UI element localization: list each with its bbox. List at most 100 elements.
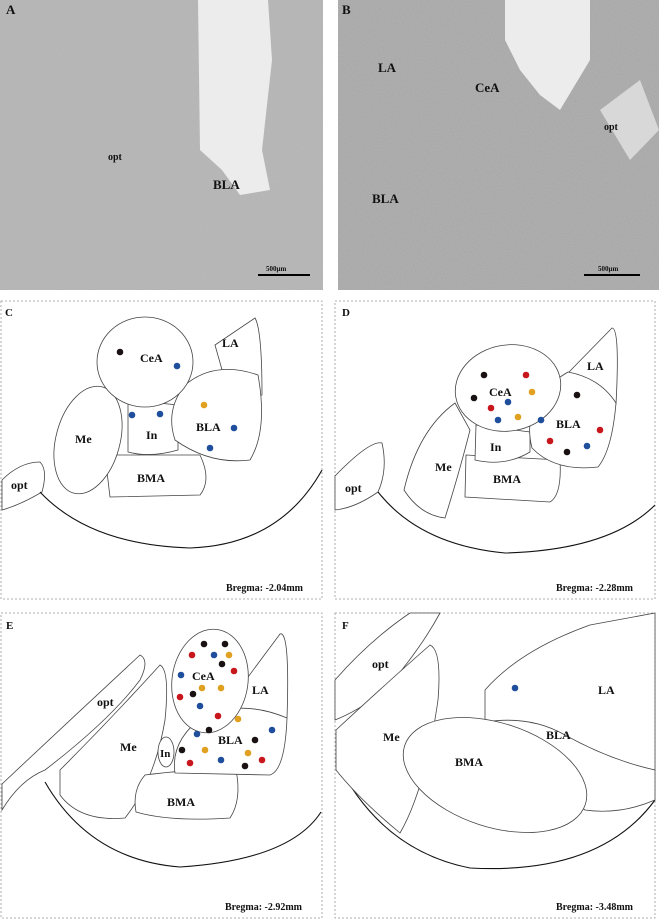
panel-d: D CeA LA BLA Me In BMA opt Bregma: -2.28… bbox=[334, 300, 656, 600]
region-label-bma: BMA bbox=[137, 471, 165, 485]
ventricle-cavity bbox=[505, 0, 590, 110]
panel-frame bbox=[334, 300, 656, 600]
injection-site-dot-blue bbox=[504, 398, 512, 406]
region-me bbox=[403, 402, 471, 519]
brain-contour bbox=[377, 491, 656, 554]
injection-site-dot-black bbox=[563, 448, 571, 456]
region-label-bla: BLA bbox=[372, 191, 399, 206]
injection-site-dot-black bbox=[573, 391, 581, 399]
injection-site-dot-blue bbox=[206, 444, 214, 452]
injection-site-dot-black bbox=[241, 762, 249, 770]
region-label-bla: BLA bbox=[218, 733, 243, 747]
injection-site-dot-black bbox=[218, 660, 226, 668]
region-me bbox=[59, 664, 168, 819]
region-in bbox=[127, 399, 179, 455]
panel-label: C bbox=[5, 307, 13, 319]
injection-site-dot-blue bbox=[583, 442, 591, 450]
injection-site-dot-blue bbox=[193, 730, 201, 738]
region-label-in: In bbox=[160, 748, 170, 760]
injection-site-dot-black bbox=[205, 726, 213, 734]
injection-site-dot-black bbox=[116, 348, 124, 356]
region-bla bbox=[171, 369, 262, 462]
region-label-bla: BLA bbox=[196, 420, 221, 434]
injection-site-dot-blue bbox=[511, 684, 519, 692]
panel-f: F opt LA BLA Me BMA Bregma: -3.48mm bbox=[334, 612, 656, 919]
region-label-la: LA bbox=[587, 359, 604, 373]
bregma-label: Bregma: -3.48mm bbox=[556, 902, 634, 913]
injection-site-dot-blue bbox=[196, 702, 204, 710]
region-label-la: LA bbox=[222, 336, 239, 350]
injection-site-dot-orange bbox=[200, 401, 208, 409]
region-cea bbox=[454, 344, 562, 432]
region-bma bbox=[402, 717, 588, 833]
injection-site-dot-blue bbox=[128, 411, 136, 419]
scale-bar-label: 500μm bbox=[598, 265, 618, 273]
injection-site-dot-red bbox=[487, 404, 495, 412]
injection-site-dot-black bbox=[189, 690, 197, 698]
region-label-me: Me bbox=[435, 460, 452, 474]
injection-site-dot-orange bbox=[198, 684, 206, 692]
histology-texture bbox=[338, 0, 659, 290]
region-label-me: Me bbox=[120, 740, 137, 754]
brain-contour bbox=[44, 781, 322, 868]
injection-site-dot-blue bbox=[537, 416, 545, 424]
scale-bar-label: 500μm bbox=[266, 265, 286, 273]
region-label-la: LA bbox=[598, 683, 615, 697]
region-label-opt: opt bbox=[108, 152, 123, 163]
region-label-bma: BMA bbox=[455, 755, 483, 769]
region-label-la: LA bbox=[378, 60, 397, 75]
region-label-opt: opt bbox=[11, 478, 28, 492]
region-label-me: Me bbox=[383, 730, 400, 744]
injection-site-dot-orange bbox=[217, 684, 225, 692]
region-label-bla: BLA bbox=[546, 728, 571, 742]
region-opt bbox=[1, 654, 146, 812]
panel-frame bbox=[0, 612, 323, 919]
region-label-opt: opt bbox=[345, 481, 362, 495]
injection-site-dot-black bbox=[470, 394, 478, 402]
injection-site-dot-red bbox=[230, 667, 238, 675]
panel-label: D bbox=[342, 307, 350, 319]
region-bma bbox=[104, 454, 207, 498]
injection-sites bbox=[116, 348, 604, 770]
region-label-cea: CeA bbox=[489, 385, 512, 399]
panel-label: B bbox=[342, 2, 351, 17]
injection-site-dot-red bbox=[522, 371, 530, 379]
region-label-cea: CeA bbox=[140, 351, 163, 365]
region-me bbox=[53, 385, 123, 495]
injection-site-dot-orange bbox=[528, 388, 536, 396]
panel-e: E CeA LA BLA Me In BMA opt Bregma: -2.92… bbox=[0, 612, 323, 919]
region-label-la: LA bbox=[252, 683, 269, 697]
injection-site-dot-black bbox=[178, 746, 186, 754]
region-label-bma: BMA bbox=[167, 795, 195, 809]
injection-site-dot-red bbox=[188, 651, 196, 659]
injection-site-dot-red bbox=[176, 693, 184, 701]
opt-tract bbox=[600, 80, 659, 160]
injection-site-dot-red bbox=[596, 426, 604, 434]
panel-c: C CeA LA BLA Me In BMA opt Bregma: -2.04… bbox=[0, 300, 323, 600]
brain-contour bbox=[335, 759, 656, 870]
injection-site-dot-black bbox=[200, 640, 208, 648]
region-opt bbox=[1, 461, 45, 511]
injection-site-dot-blue bbox=[156, 410, 164, 418]
injection-site-dot-blue bbox=[268, 726, 276, 734]
region-opt bbox=[334, 442, 385, 511]
region-label-opt: opt bbox=[97, 695, 114, 709]
injection-site-dot-blue bbox=[230, 424, 238, 432]
injection-site-dot-red bbox=[258, 756, 266, 764]
injection-site-dot-orange bbox=[201, 746, 209, 754]
region-me bbox=[335, 644, 440, 834]
injection-site-dot-red bbox=[186, 759, 194, 767]
injection-site-dot-blue bbox=[173, 362, 181, 370]
panel-label: F bbox=[342, 620, 349, 632]
injection-site-dot-blue bbox=[217, 756, 225, 764]
panel-a: A opt BLA 500μm bbox=[0, 0, 323, 290]
injection-site-dot-orange bbox=[225, 651, 233, 659]
region-cea bbox=[96, 316, 194, 408]
injection-site-dot-red bbox=[546, 437, 554, 445]
region-label-bla: BLA bbox=[213, 177, 240, 192]
injection-site-dot-black bbox=[221, 640, 229, 648]
brain-contour bbox=[39, 469, 323, 549]
region-label-cea: CeA bbox=[475, 80, 500, 95]
